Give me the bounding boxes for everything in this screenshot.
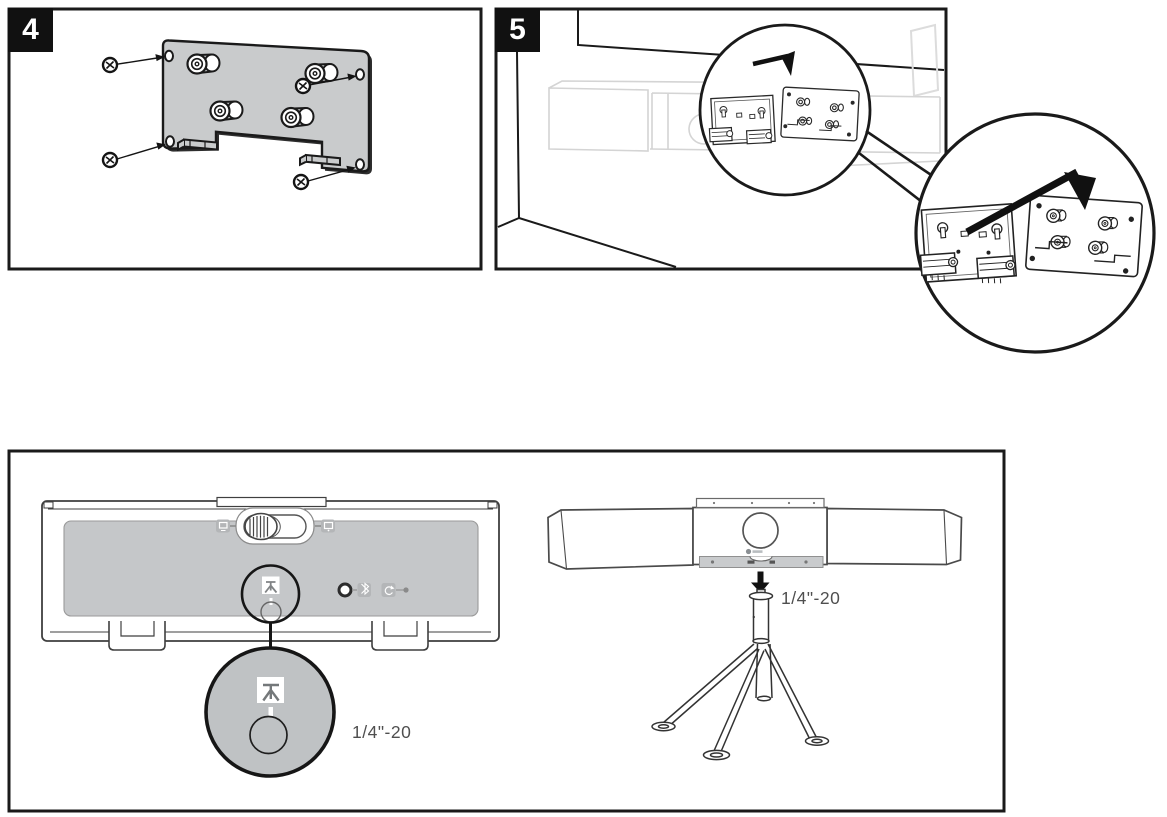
tripod-leg-right bbox=[764, 643, 818, 741]
tripod-mount-callout bbox=[204, 646, 336, 778]
thread-size-label-back: 1/4"-20 bbox=[352, 722, 412, 742]
step-5-number: 5 bbox=[509, 13, 526, 46]
thread-hole-zoomed bbox=[249, 715, 288, 755]
attach-arrow bbox=[751, 571, 770, 593]
device-mount-plate-large bbox=[919, 203, 1018, 284]
mounting-screws bbox=[101, 54, 357, 191]
display-icon bbox=[216, 519, 230, 533]
screw-icon bbox=[101, 142, 166, 169]
spring-clip-right bbox=[976, 255, 1016, 284]
thread-size-label-front: 1/4"-20 bbox=[781, 588, 841, 608]
spring-clip-left bbox=[919, 252, 959, 281]
screw-icon bbox=[294, 73, 357, 95]
wall-mount-bracket-illustration bbox=[101, 39, 372, 191]
tripod-leg-left bbox=[663, 643, 758, 728]
left-speaker-wing bbox=[547, 507, 694, 570]
step-4-number: 4 bbox=[22, 13, 39, 46]
mode-slide-switch bbox=[216, 507, 335, 545]
bracket-studs-large bbox=[1046, 208, 1119, 256]
screw-icon bbox=[101, 54, 165, 74]
window-outline bbox=[909, 23, 940, 98]
reset-pinhole bbox=[403, 587, 409, 593]
video-bar-front-view bbox=[547, 497, 963, 570]
device-mount-plate-small bbox=[708, 94, 776, 146]
back-controls bbox=[337, 582, 409, 598]
tripod-flange bbox=[748, 591, 774, 601]
step-5-badge: 5 bbox=[495, 8, 540, 52]
tripod-leg-front bbox=[712, 648, 765, 755]
bottom-clip-tab-right bbox=[371, 621, 429, 651]
mount-notch bbox=[749, 556, 773, 562]
bracket-screw-holes bbox=[164, 49, 365, 171]
signal-icon bbox=[321, 519, 335, 533]
tripod-stand bbox=[651, 588, 830, 761]
mount-strip bbox=[695, 497, 825, 509]
screw-icon bbox=[292, 165, 356, 191]
poly-logo bbox=[745, 548, 763, 555]
camera-lens bbox=[742, 512, 779, 549]
hook-direction-arrow-small bbox=[752, 51, 795, 76]
bluetooth-button bbox=[337, 582, 353, 598]
floor-line bbox=[497, 217, 520, 228]
bracket-large bbox=[1025, 194, 1143, 278]
video-bar-back-view bbox=[41, 496, 500, 651]
bracket-hook-tabs bbox=[177, 138, 341, 167]
bracket-studs bbox=[186, 53, 339, 129]
right-speaker-wing bbox=[826, 507, 963, 566]
step-4-badge: 4 bbox=[8, 8, 53, 52]
hook-direction-arrow-large bbox=[965, 168, 1096, 236]
bottom-clip-tab-left bbox=[108, 621, 166, 651]
bracket-small bbox=[780, 86, 860, 142]
